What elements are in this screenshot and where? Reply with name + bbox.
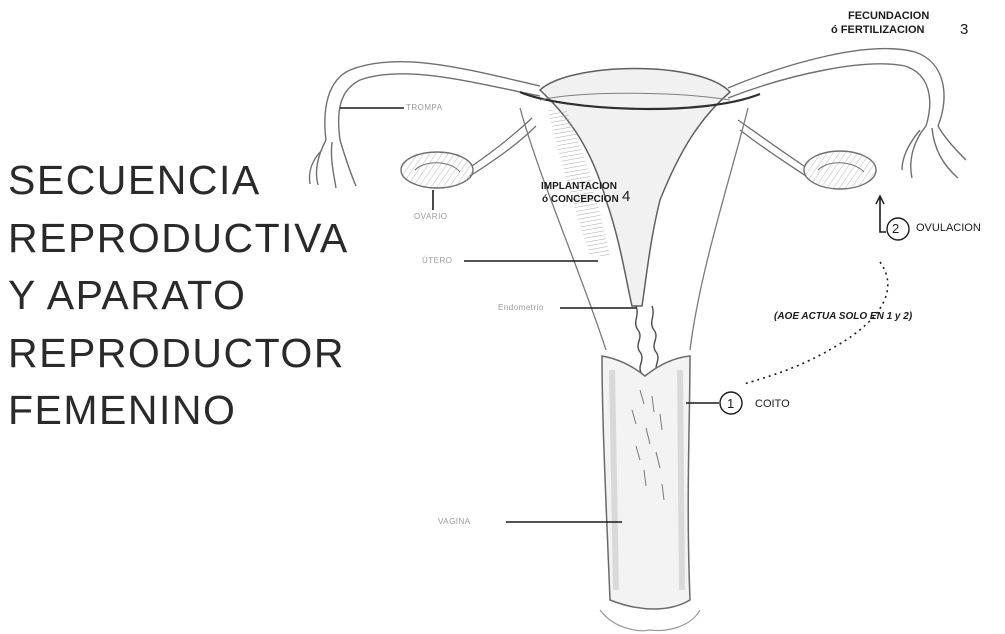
- implantacion-label-line1: IMPLANTACION: [541, 181, 617, 192]
- uterus: [520, 69, 760, 375]
- left-ovary: [401, 118, 536, 188]
- ovulacion-label: OVULACION: [916, 222, 981, 234]
- coito-label: COITO: [755, 398, 790, 410]
- fecundacion-number: 3: [960, 21, 968, 38]
- fecundacion-label-line2: ó FERTILIZACION: [831, 24, 925, 36]
- fecundacion-label-line1: FECUNDACION: [848, 10, 929, 22]
- right-ovary: [738, 120, 876, 189]
- utero-label: ÚTERO: [422, 256, 453, 265]
- implantacion-number: 4: [622, 188, 630, 205]
- trompa-label: TROMPA: [406, 103, 443, 112]
- coito-number: 1: [727, 396, 734, 411]
- vagina-label: VAGINA: [438, 517, 471, 526]
- aoe-note: (AOE ACTUA SOLO EN 1 y 2): [774, 311, 912, 322]
- implantacion-label-line2: ó CONCEPCION: [542, 194, 619, 205]
- vagina: [600, 356, 700, 631]
- ovario-label: OVARIO: [414, 212, 448, 221]
- endometrio-label: Endometrio: [498, 303, 544, 312]
- ovulacion-number: 2: [892, 221, 899, 236]
- dotted-connector: [744, 262, 888, 384]
